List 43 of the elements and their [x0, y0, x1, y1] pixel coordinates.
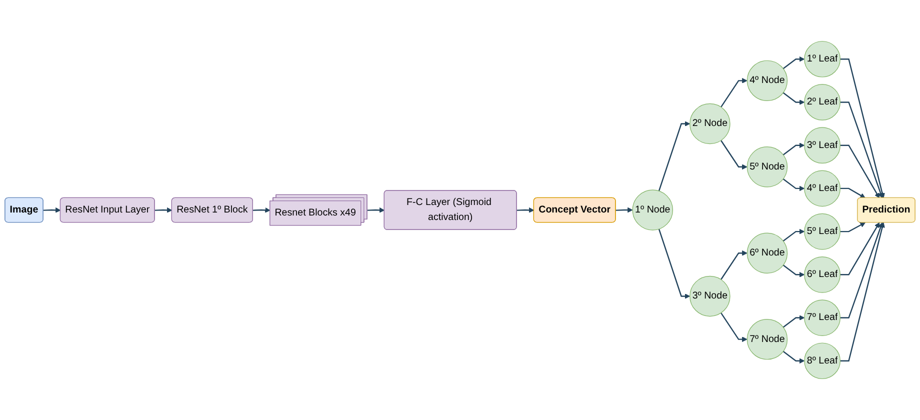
node-circle: 7º Leaf — [804, 300, 840, 336]
arrow — [252, 207, 270, 213]
arrow — [782, 315, 805, 328]
arrow — [782, 56, 805, 70]
arrow — [43, 207, 61, 213]
arrow — [840, 144, 880, 198]
node-circle: 4º Leaf — [804, 170, 840, 207]
arrow — [782, 264, 805, 278]
node-circle: 4º Node — [746, 60, 788, 102]
node-circle: 3º Node — [690, 276, 730, 317]
node-circle: 7º Node — [746, 318, 788, 360]
node-circle: 2º Leaf — [804, 84, 840, 120]
arrow — [840, 222, 880, 276]
arrow — [782, 92, 805, 105]
node-circle: 8º Leaf — [804, 342, 840, 380]
arrow — [782, 178, 805, 192]
node-circle: 1º Node — [632, 190, 674, 230]
node-circle: 6º Node — [746, 232, 788, 274]
arrow — [516, 207, 534, 213]
arrow — [616, 207, 633, 213]
arrow — [720, 250, 748, 280]
node-circle: 6º Leaf — [804, 256, 840, 293]
arrow — [840, 222, 885, 362]
arrow — [658, 228, 690, 299]
arrow — [658, 121, 690, 192]
arrow — [840, 188, 866, 198]
arrow — [720, 140, 748, 170]
node-circle: 5º Node — [746, 146, 788, 188]
arrow — [720, 78, 748, 108]
arrow — [840, 58, 885, 198]
node-circle: 5º Leaf — [804, 213, 840, 250]
arrow — [782, 350, 805, 364]
arrow — [367, 207, 385, 213]
node-circle: 1º Leaf — [804, 40, 840, 78]
arrow — [840, 222, 884, 318]
node-circle: 3º Leaf — [804, 127, 840, 164]
arrow — [720, 312, 748, 342]
arrow — [782, 142, 805, 156]
arrow — [840, 102, 884, 198]
arrow — [782, 228, 805, 242]
arrow — [154, 207, 172, 213]
node-circle: 2º Node — [690, 103, 730, 144]
arrow — [840, 222, 866, 232]
